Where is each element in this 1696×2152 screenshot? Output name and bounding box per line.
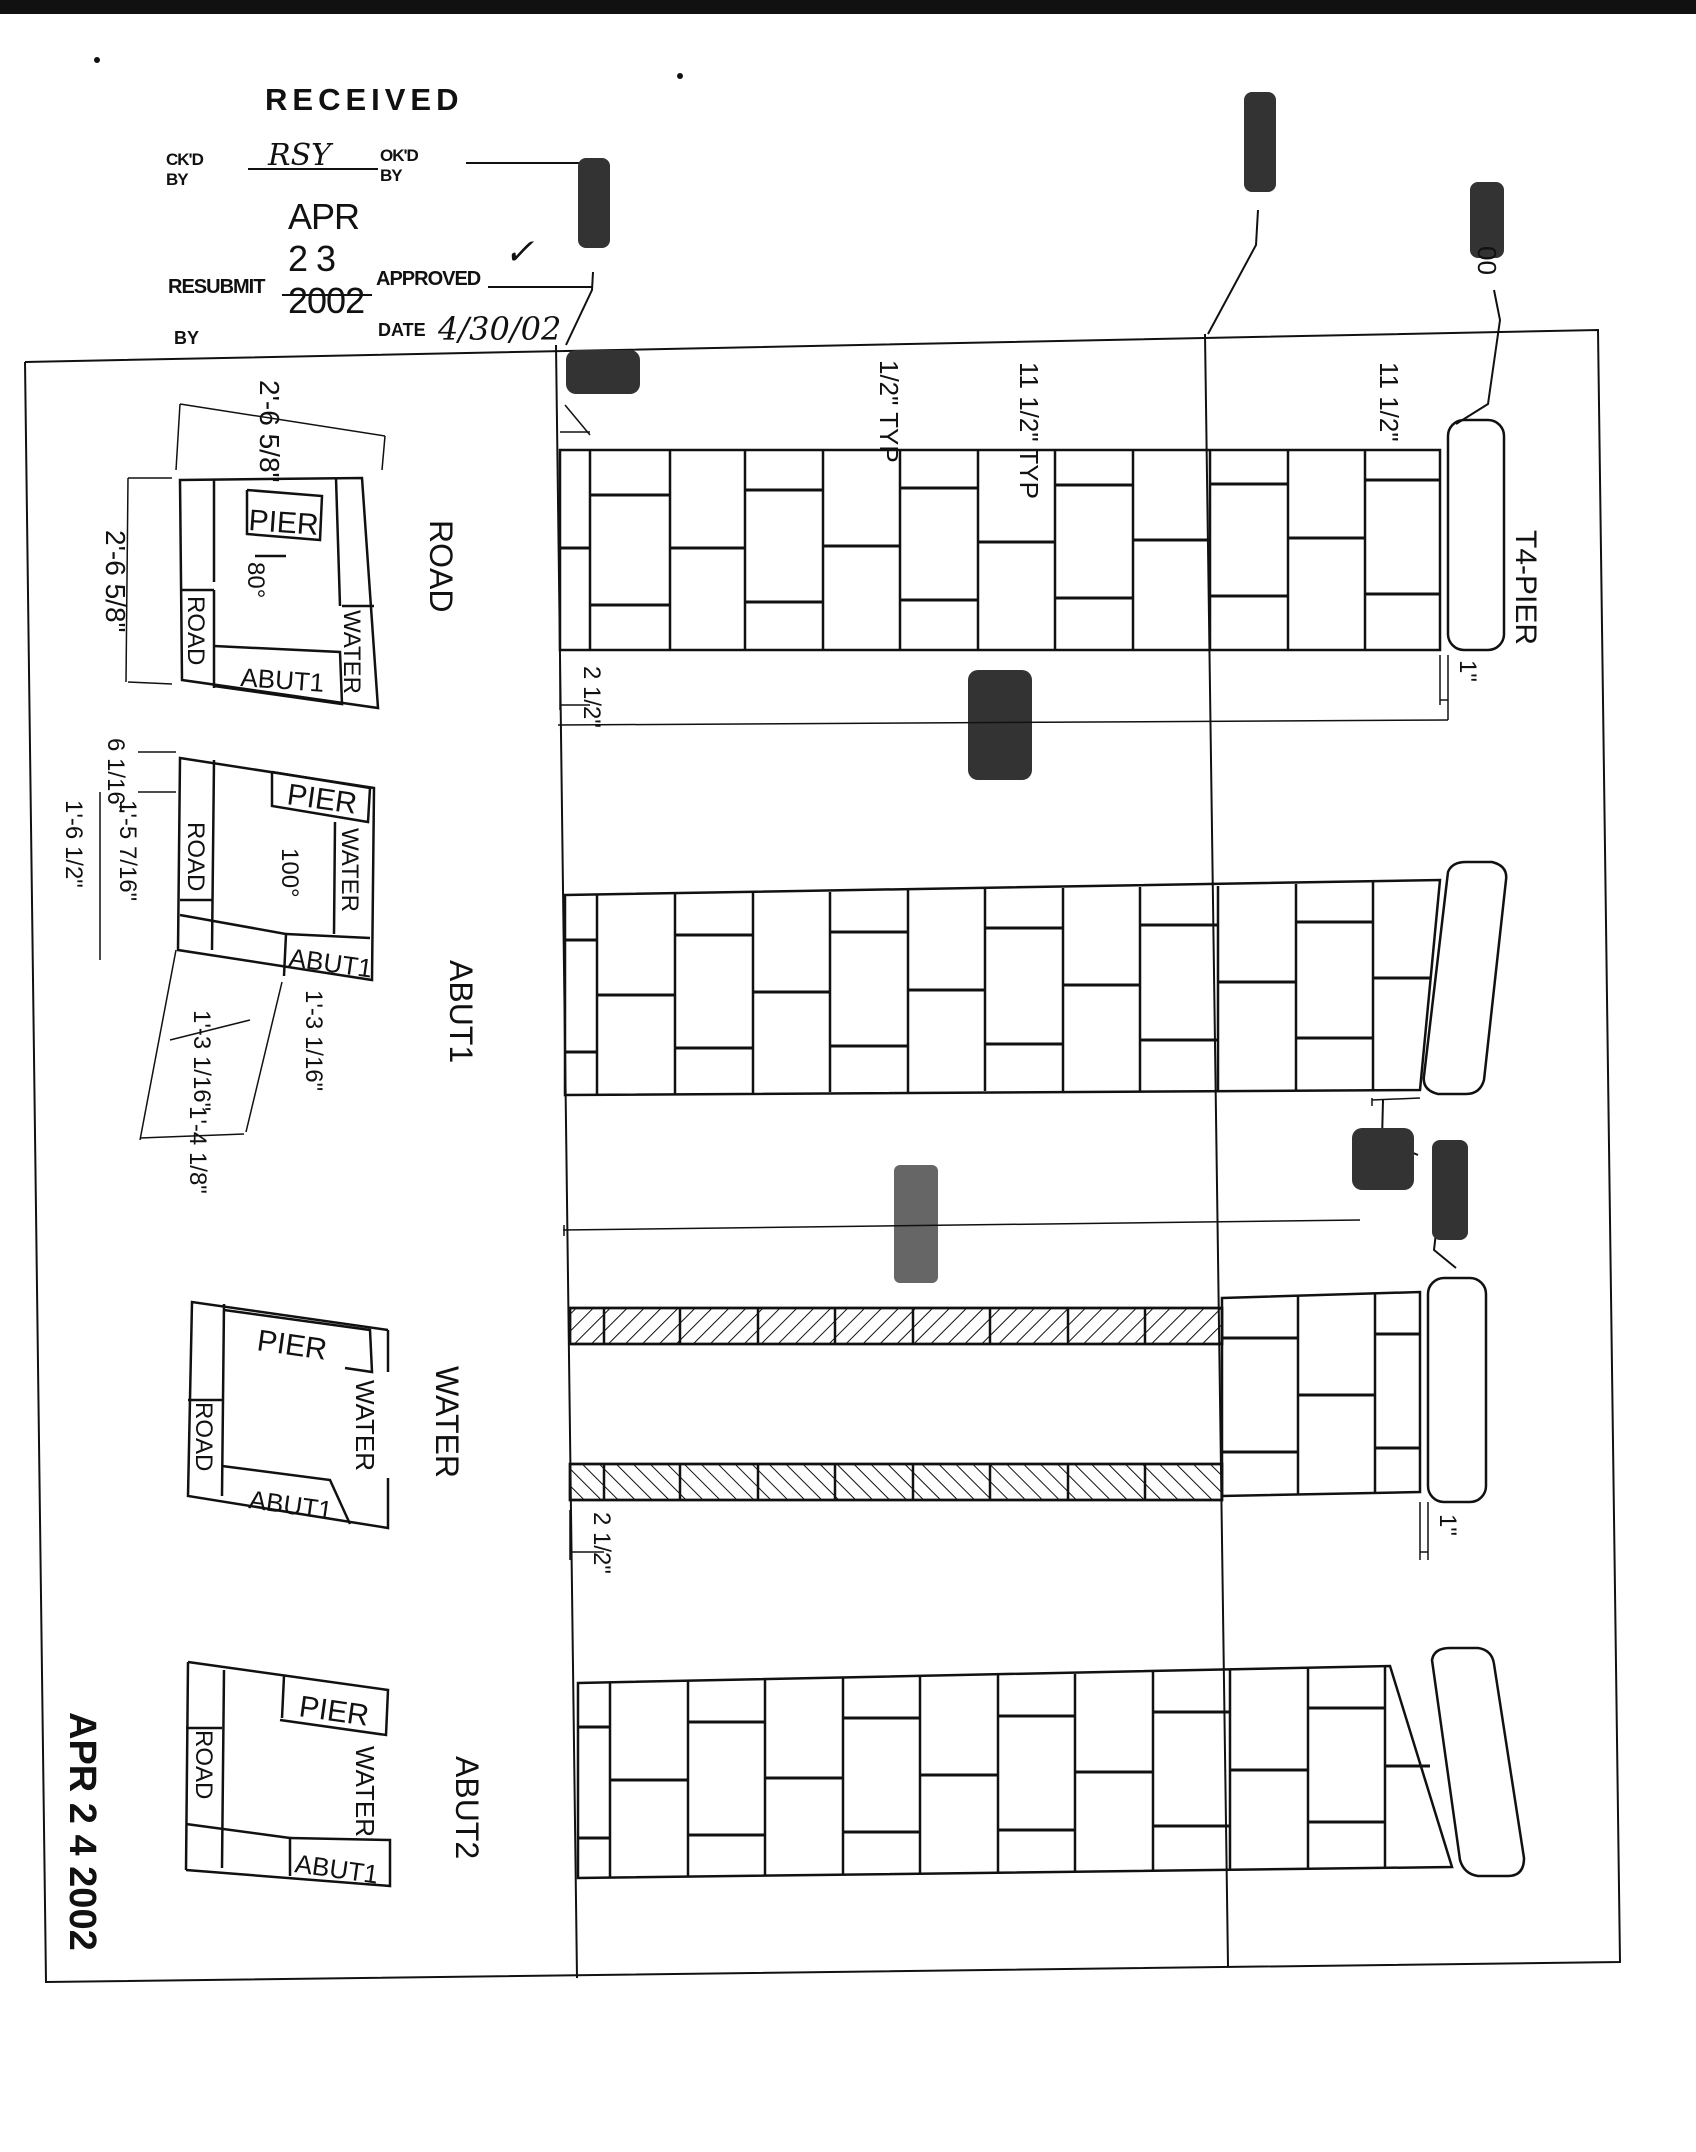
detail-abut1	[99, 751, 376, 1141]
detail-abut2-abut1-label: ABUT1	[293, 1848, 380, 1889]
detail-water-abut1-label: ABUT1	[247, 1484, 334, 1525]
scan-dot	[677, 73, 683, 79]
detail-water-pier-label: PIER	[255, 1324, 329, 1366]
dim-water-bottom-right: 1"	[1434, 1514, 1461, 1536]
approved-label: APPROVED	[376, 268, 481, 290]
hatched-top-course	[568, 1306, 1224, 1346]
dim-top-c: 11 1/2"	[1374, 362, 1404, 442]
water-dimension-lines	[569, 1502, 1429, 1560]
pier-cap-road	[1446, 418, 1506, 652]
stagger-joints	[560, 478, 1440, 607]
detail-road-angle: 80°	[242, 562, 269, 598]
dim-road-bottom-left: 2 1/2"	[578, 666, 605, 728]
abut1-dimension-lines	[562, 1097, 1421, 1236]
detail-abut1-road-label: ROAD	[182, 822, 209, 891]
okd-by-label: OK'D BY	[380, 146, 419, 185]
approved-mark: ✓	[504, 232, 535, 273]
detail-abut1-dim-b: 1'-5 7/16"	[114, 800, 141, 901]
detail-abut2-water-label: WATER	[350, 1746, 380, 1837]
pier-cap-abut1	[1422, 860, 1508, 1096]
elevation-abut1-strip	[563, 860, 1508, 1097]
pier-label: T4-PIER	[1509, 530, 1542, 645]
detail-abut1-dim-c: 1'-6 1/2"	[60, 800, 87, 888]
elevation-abut2-strip	[576, 1646, 1526, 1880]
detail-abut1-abut1-label: ABUT1	[287, 942, 374, 983]
resubmit-label: RESUBMIT	[168, 276, 265, 298]
detail-water	[186, 1300, 390, 1530]
detail-abut1-title: ABUT1	[443, 960, 479, 1063]
detail-road-dim-height: 2'-6 5/8"	[100, 530, 131, 632]
detail-abut1-dim-f: 1'-4 1/8"	[184, 1106, 211, 1194]
dim-water-bottom-left: 2 1/2"	[588, 1512, 615, 1574]
detail-abut1-dim-e: 1'-3 1/16"	[300, 990, 327, 1091]
date-label: DATE	[378, 320, 426, 340]
detail-abut2-pier-label: PIER	[297, 1690, 371, 1732]
detail-abut1-dim-a: 6 1/16"	[102, 738, 129, 813]
detail-water-title: WATER	[429, 1366, 465, 1478]
detail-abut2	[184, 1660, 392, 1888]
scan-top-border	[0, 0, 1696, 14]
approved-line	[488, 286, 592, 288]
pier-cap-abut2	[1430, 1646, 1526, 1878]
resubmit-line	[282, 294, 372, 296]
detail-road-pier-label: PIER	[248, 504, 320, 542]
by-label: BY	[174, 328, 200, 348]
detail-abut1-dim-d: 1'-3 1/16"	[188, 1010, 215, 1111]
detail-road	[125, 403, 386, 710]
detail-road-road-label: ROAD	[182, 596, 209, 665]
callout-00: 00	[1472, 246, 1502, 275]
detail-abut1-water-label: WATER	[336, 828, 363, 912]
detail-road-title: ROAD	[423, 520, 459, 612]
dim-road-bottom-right: 1"	[1454, 660, 1481, 682]
pier-cap-water	[1426, 1276, 1488, 1504]
okd-by-line	[466, 162, 594, 164]
detail-road-dim-width: 2'-6 5/8"	[254, 380, 285, 482]
detail-water-water-label: WATER	[350, 1380, 380, 1471]
ckd-by-value: RSY	[268, 138, 331, 173]
road-dimension-lines	[557, 404, 1449, 726]
received-title: RECEIVED	[265, 82, 464, 117]
date-value: 4/30/02	[438, 310, 562, 348]
scan-dot	[94, 57, 100, 63]
side-date: APR 2 4 2002	[61, 1712, 103, 1951]
dim-top-a: 1/2" TYP	[874, 360, 904, 463]
ckd-by-line	[248, 168, 378, 170]
hatched-bottom-course	[568, 1462, 1224, 1502]
detail-abut2-road-label: ROAD	[190, 1730, 217, 1799]
detail-road-abut1-label: ABUT1	[240, 662, 326, 698]
ckd-by-label: CK'D BY	[166, 150, 204, 189]
date-received: APR 2 3 2002	[288, 196, 365, 321]
detail-water-road-label: ROAD	[190, 1402, 217, 1471]
detail-abut1-angle: 100°	[276, 848, 303, 898]
dim-top-b: 11 1/2" TYP	[1014, 362, 1044, 499]
detail-abut2-title: ABUT2	[449, 1756, 485, 1859]
elevation-road-strip	[558, 418, 1506, 652]
course-dividers	[588, 450, 1367, 650]
elevation-water-strip	[568, 1276, 1488, 1504]
redaction-marks	[566, 92, 1504, 1283]
detail-road-water-label: WATER	[338, 610, 365, 694]
